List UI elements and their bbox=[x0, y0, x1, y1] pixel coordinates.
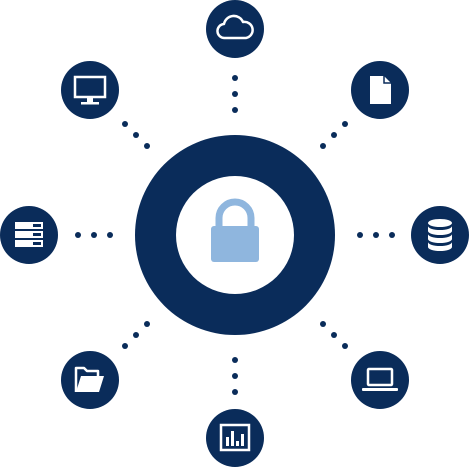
connector-database bbox=[357, 232, 395, 238]
center-hub bbox=[135, 135, 335, 335]
node-analytics-circle bbox=[206, 409, 264, 467]
server-icon bbox=[15, 222, 43, 247]
node-monitor bbox=[61, 61, 119, 119]
database-icon bbox=[428, 219, 452, 251]
connector-cloud bbox=[232, 75, 238, 113]
node-cloud bbox=[206, 0, 264, 58]
connector-laptop bbox=[320, 321, 348, 349]
folder-icon bbox=[74, 366, 104, 392]
document-icon bbox=[370, 76, 391, 104]
connector-server bbox=[75, 232, 113, 238]
connectors bbox=[75, 75, 395, 395]
lock-icon bbox=[211, 198, 259, 262]
laptop-icon bbox=[362, 367, 398, 391]
node-monitor-circle bbox=[61, 61, 119, 119]
node-folder bbox=[61, 351, 119, 409]
node-database bbox=[411, 206, 469, 264]
node-analytics bbox=[206, 409, 264, 467]
connector-document bbox=[320, 121, 348, 149]
node-server bbox=[0, 206, 58, 264]
node-cloud-circle bbox=[206, 0, 264, 58]
connector-monitor bbox=[122, 121, 150, 149]
connector-folder bbox=[122, 321, 150, 349]
bar-chart-icon bbox=[219, 423, 251, 452]
cloud-icon bbox=[216, 14, 254, 40]
node-laptop-circle bbox=[351, 351, 409, 409]
connector-analytics bbox=[232, 357, 238, 395]
node-laptop bbox=[351, 351, 409, 409]
monitor-icon bbox=[73, 75, 107, 105]
node-document bbox=[351, 61, 409, 119]
